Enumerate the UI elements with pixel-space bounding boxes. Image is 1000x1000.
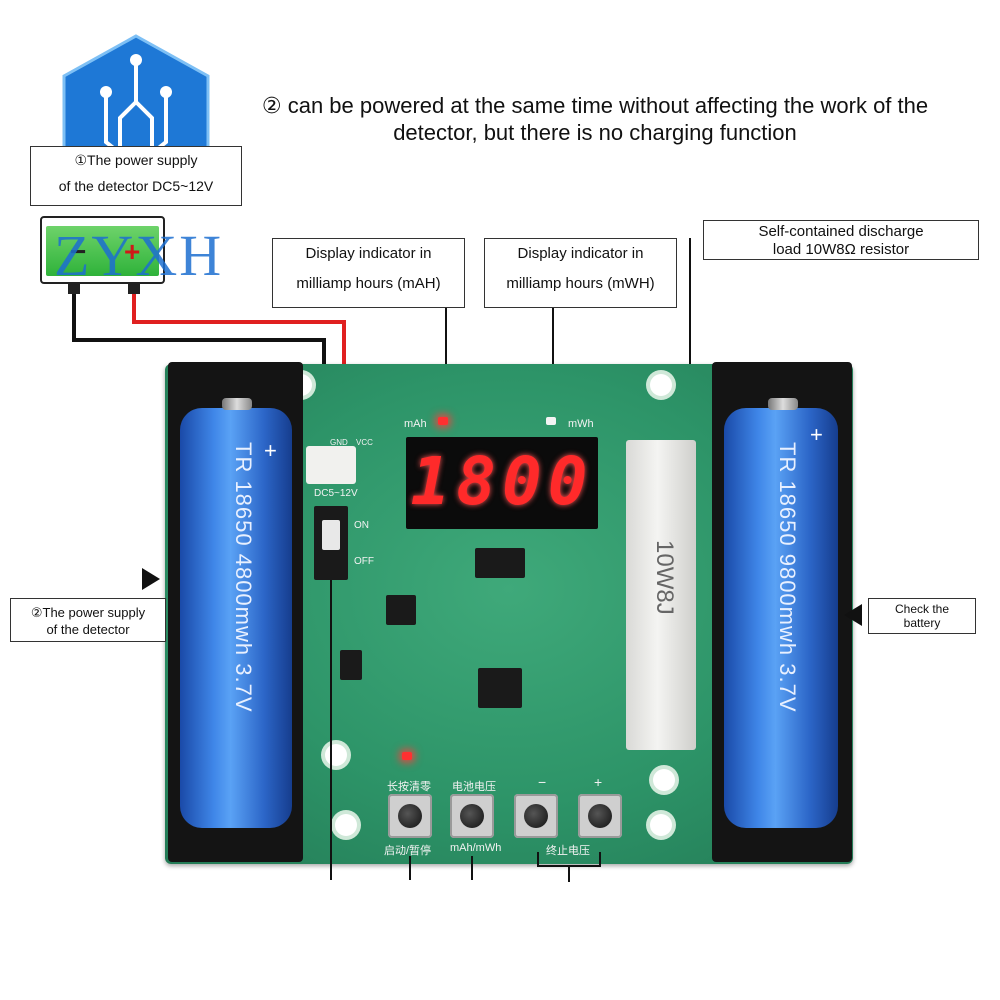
power-connector xyxy=(306,446,356,484)
vcc-label: VCC xyxy=(356,438,373,447)
mount-hole xyxy=(325,744,347,766)
status-led xyxy=(402,752,412,760)
start-pause-button[interactable] xyxy=(388,794,432,838)
power-switch[interactable] xyxy=(314,506,348,580)
battery-left: TR 18650 4800mwh 3.7V + xyxy=(180,408,292,828)
headline: ② can be powered at the same time withou… xyxy=(200,92,990,146)
battery-left-terminal xyxy=(222,398,252,410)
callout-load-line-1: Self-contained discharge xyxy=(758,223,924,240)
pointer-left-icon xyxy=(844,604,862,626)
ic-regulator xyxy=(386,595,416,625)
ic-mosfet xyxy=(340,650,362,680)
callout-load-resistor: Self-contained discharge load 10W8Ω resi… xyxy=(703,220,979,260)
leader-resistor xyxy=(689,238,691,472)
battery-right-label: TR 18650 9800mwh 3.7V xyxy=(775,442,800,713)
callout-mah-line-2: milliamp hours (mAH) xyxy=(296,275,441,292)
mount-hole xyxy=(650,814,672,836)
pointer-right-icon xyxy=(142,568,160,590)
btn1-bottom-label: 启动/暂停 xyxy=(384,845,432,857)
leader-switch xyxy=(330,580,332,880)
leader-btn1 xyxy=(409,856,411,880)
callout-power-input-line-1: ①The power supply xyxy=(74,152,198,168)
callout-battery-supply-line-1: ②The power supply xyxy=(30,605,146,620)
display-reading: 1800 xyxy=(410,443,594,520)
mah-indicator-led xyxy=(438,417,448,425)
mah-led-label: mAh xyxy=(404,418,427,430)
mwh-indicator-led xyxy=(546,417,556,425)
mount-hole xyxy=(335,814,357,836)
callout-check-battery-line-2: battery xyxy=(903,616,941,630)
plus-button[interactable] xyxy=(578,794,622,838)
callout-mwh-line-1: Display indicator in xyxy=(517,245,644,262)
btn4-label: + xyxy=(594,774,603,790)
mode-button[interactable] xyxy=(450,794,494,838)
battery-left-polarity: + xyxy=(264,438,278,463)
btn2-top-label: 电池电压 xyxy=(452,781,496,793)
switch-off-label: OFF xyxy=(354,556,374,567)
btn1-top-label: 长按清零 xyxy=(387,781,431,793)
switch-on-label: ON xyxy=(354,520,369,531)
power-source-minus: − xyxy=(70,236,87,267)
ic-driver xyxy=(475,548,525,578)
callout-mwh-line-2: milliamp hours (mWH) xyxy=(506,275,655,292)
battery-right: TR 18650 9800mwh 3.7V + xyxy=(724,408,838,828)
callout-mah-indicator: Display indicator in milliamp hours (mAH… xyxy=(272,238,465,308)
mount-hole xyxy=(653,769,675,791)
watermark: ZYXH xyxy=(54,223,224,288)
leader-btn2 xyxy=(471,856,473,880)
seven-segment-display: 1800 xyxy=(406,437,598,529)
load-resistor: 10W8J xyxy=(626,440,696,750)
callout-mwh-indicator: Display indicator in milliamp hours (mWH… xyxy=(484,238,677,308)
mount-hole xyxy=(650,374,672,396)
callout-mah-line-1: Display indicator in xyxy=(305,245,432,262)
btn2-bottom-label: mAh/mWh xyxy=(450,842,502,854)
callout-power-input-line-2: of the detector DC5~12V xyxy=(58,178,214,194)
battery-right-polarity: + xyxy=(810,422,824,447)
power-source-body xyxy=(46,226,159,276)
gnd-label: GND xyxy=(330,438,348,447)
btn34-bottom-label: 终止电压 xyxy=(546,845,590,857)
callout-battery-supply: ②The power supply of the detector xyxy=(10,598,166,642)
mwh-led-label: mWh xyxy=(568,418,594,430)
minus-button[interactable] xyxy=(514,794,558,838)
btn3-label: − xyxy=(538,774,547,790)
headline-line-2: detector, but there is no charging funct… xyxy=(393,120,797,145)
headline-line-1: ② can be powered at the same time withou… xyxy=(261,93,929,118)
callout-battery-supply-line-2: of the detector xyxy=(46,622,130,637)
power-switch-knob[interactable] xyxy=(322,520,340,550)
battery-left-label: TR 18650 4800mwh 3.7V xyxy=(231,442,256,713)
battery-right-terminal xyxy=(768,398,798,410)
leader-mwh xyxy=(552,308,554,412)
power-source-plus: + xyxy=(124,236,141,267)
leader-btn34 xyxy=(537,852,601,882)
callout-check-battery: Check the battery xyxy=(868,598,976,634)
resistor-label: 10W8J xyxy=(651,540,678,615)
callout-load-line-2: load 10W8Ω resistor xyxy=(772,241,910,258)
connector-label: DC5~12V xyxy=(314,488,358,499)
callout-power-input: ①The power supply of the detector DC5~12… xyxy=(30,146,242,206)
ic-mcu xyxy=(478,668,522,708)
external-power-source: − + xyxy=(40,216,165,284)
callout-check-battery-line-1: Check the xyxy=(894,602,950,616)
leader-mah xyxy=(445,308,447,412)
